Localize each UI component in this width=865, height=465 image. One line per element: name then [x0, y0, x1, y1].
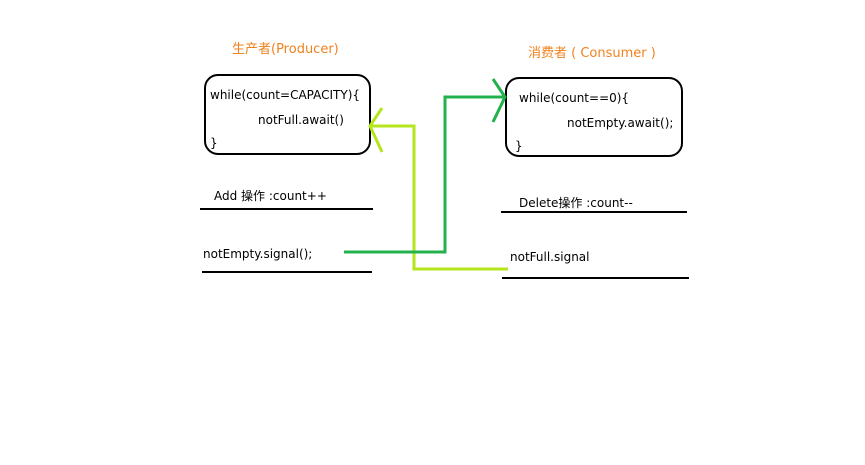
producer-signal-underline [202, 271, 372, 273]
consumer-delete-operation: Delete操作 :count-- [519, 196, 633, 210]
consumer-code-box: while(count==0){ notEmpty.await(); } [505, 77, 683, 157]
notfull-arrowhead [368, 107, 384, 153]
notempty-signal-arrow [344, 95, 505, 254]
consumer-await-line: notEmpty.await(); [567, 116, 674, 130]
producer-close-brace: } [210, 136, 218, 150]
producer-title: 生产者(Producer) [232, 42, 339, 57]
consumer-signal-underline [502, 277, 689, 279]
consumer-title: 消费者 ( Consumer ) [528, 46, 656, 61]
producer-await-line: notFull.await() [258, 113, 344, 127]
producer-signal-text: notEmpty.signal(); [203, 247, 313, 261]
consumer-while-line: while(count==0){ [519, 91, 630, 105]
producer-add-operation: Add 操作 :count++ [214, 189, 327, 203]
producer-while-line: while(count=CAPACITY){ [210, 88, 361, 102]
notempty-arrowhead [491, 78, 507, 123]
consumer-delete-underline [501, 211, 687, 213]
consumer-close-brace: } [515, 139, 523, 153]
producer-code-box: while(count=CAPACITY){ notFull.await() } [204, 74, 371, 155]
consumer-signal-text: notFull.signal [510, 250, 590, 264]
producer-add-underline [200, 208, 373, 210]
notfull-signal-arrow [370, 124, 508, 271]
